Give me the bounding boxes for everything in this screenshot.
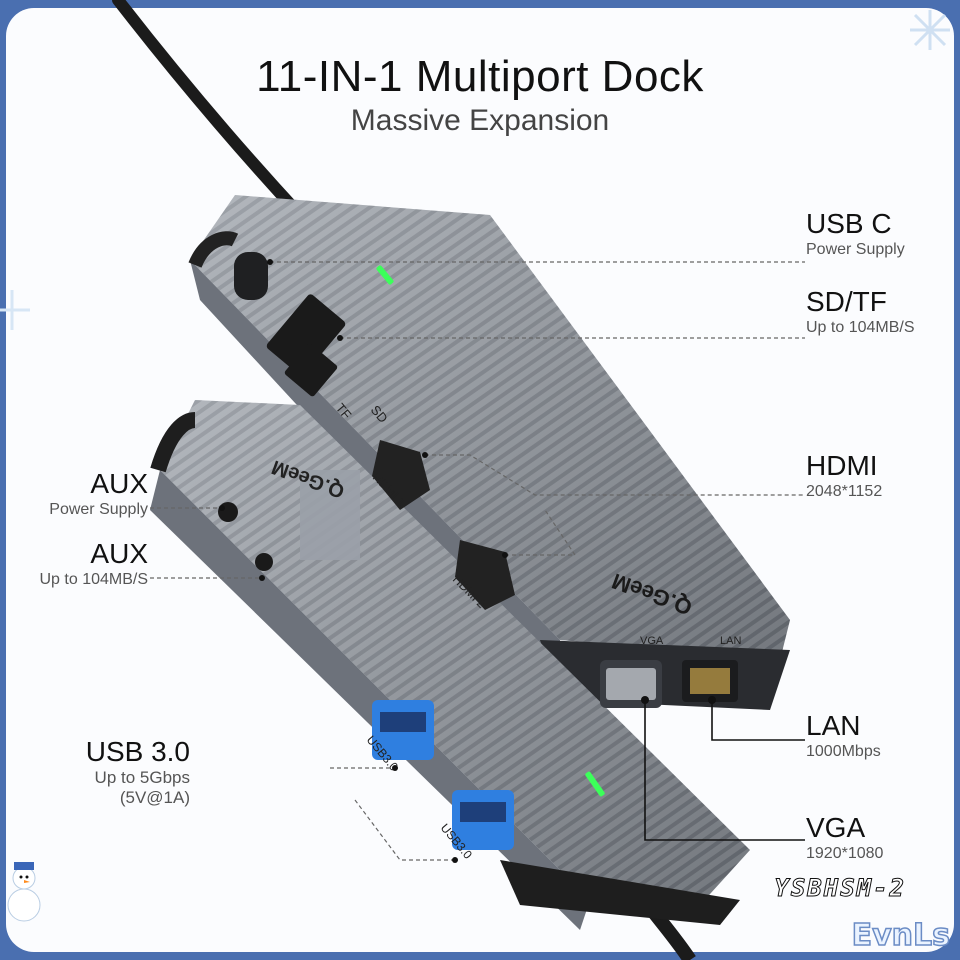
corner-logo: EvnLs <box>851 917 951 954</box>
top-cable <box>112 0 306 221</box>
callout-usb3-title: USB 3.0 <box>85 736 190 767</box>
hdmi-1-port <box>372 440 430 510</box>
page-title: 11-IN-1 Multiport Dock <box>256 52 704 101</box>
snowman-icon <box>7 862 41 922</box>
aux-jack-2 <box>255 553 273 571</box>
callout-vga-title: VGA <box>806 812 866 843</box>
page-subtitle: Massive Expansion <box>350 104 610 137</box>
callout-aux-2-title: AUX <box>90 538 148 569</box>
callout-usb3-sub: Up to 5Gbps <box>94 768 190 787</box>
callout-aux-1-title: AUX <box>90 468 148 499</box>
callout-hdmi-sub: 2048*1152 <box>806 483 883 500</box>
leader-lines <box>150 261 805 861</box>
led-upper <box>376 265 394 285</box>
aux-jack-1 <box>218 502 238 522</box>
callout-lan-title: LAN <box>806 710 861 741</box>
callout-usb-c-sub: Power Supply <box>806 241 905 258</box>
callout-usb-c: USB C Power Supply <box>806 208 905 260</box>
callout-lan-sub: 1000Mbps <box>806 743 881 760</box>
vga-port-label: VGA <box>640 635 664 647</box>
callout-aux-1: AUX Power Supply <box>20 468 148 520</box>
vga-leader <box>644 700 805 841</box>
callout-vga: VGA 1920*1080 <box>806 812 883 864</box>
snowflake-icon <box>910 10 950 50</box>
callout-sd-tf: SD/TF Up to 104MB/S <box>806 286 915 338</box>
lan-leader <box>711 700 805 741</box>
callout-lan: LAN 1000Mbps <box>806 710 881 762</box>
callout-usb3-sub2: (5V@1A) <box>119 788 190 807</box>
hdmi-2-port <box>455 540 515 610</box>
callout-aux-1-sub: Power Supply <box>49 501 148 518</box>
callout-hdmi: HDMI 2048*1152 <box>806 450 882 502</box>
callout-vga-sub: 1920*1080 <box>806 845 884 862</box>
watermark-text: YSBHSM-2 <box>774 874 906 903</box>
callout-aux-2-sub: Up to 104MB/S <box>39 571 149 588</box>
lan-port-label: LAN <box>720 635 741 647</box>
led-lower <box>585 771 605 797</box>
sd-slot <box>266 294 346 376</box>
tf-slot <box>284 343 338 397</box>
snowflake-icon-left <box>0 290 30 330</box>
callout-usb3: USB 3.0 Up to 5Gbps (5V@1A) <box>60 736 190 808</box>
callout-sd-tf-title: SD/TF <box>806 286 887 317</box>
callout-usb-c-title: USB C <box>806 208 892 239</box>
callout-sd-tf-sub: Up to 104MB/S <box>806 319 915 336</box>
callout-aux-2: AUX Up to 104MB/S <box>16 538 149 590</box>
usb-c-port <box>234 252 268 300</box>
callout-hdmi-title: HDMI <box>806 450 878 481</box>
